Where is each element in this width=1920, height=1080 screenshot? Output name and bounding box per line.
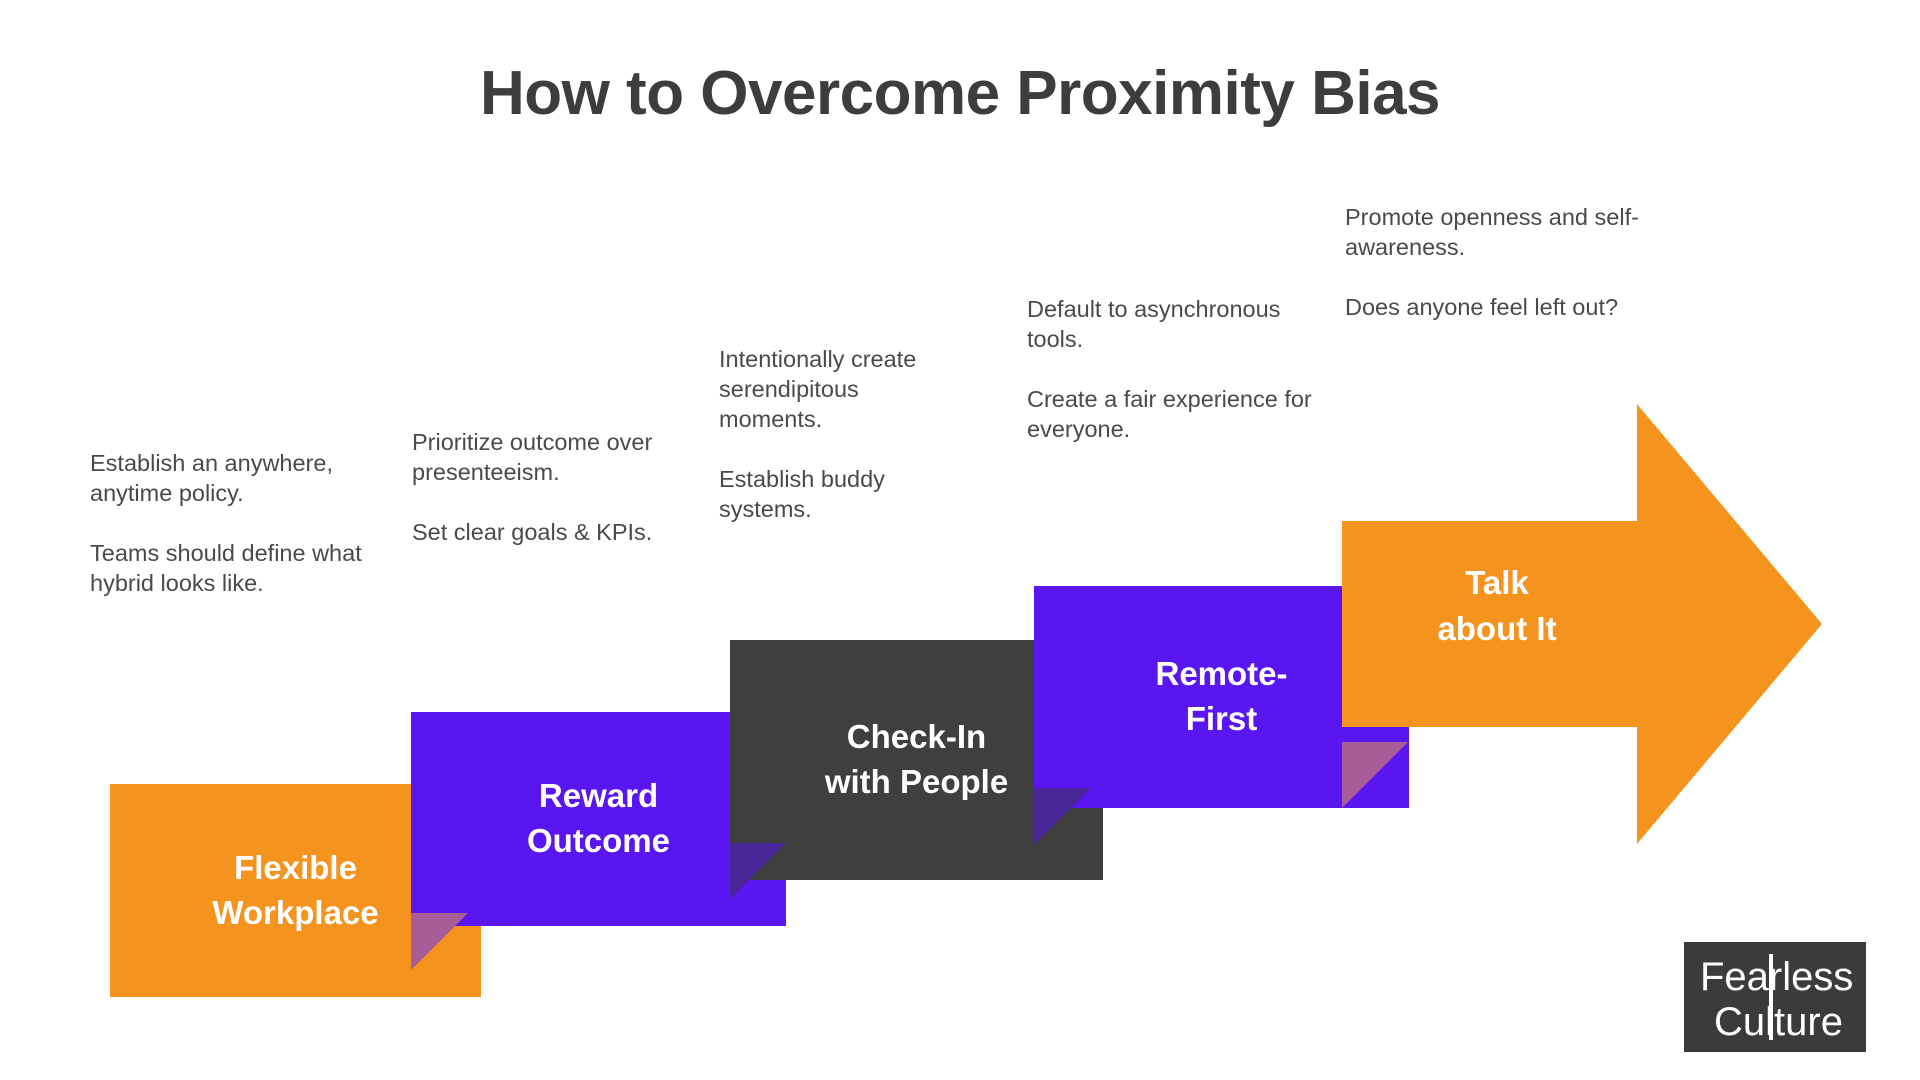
fold-shadow-step3 bbox=[1034, 788, 1091, 845]
note-text: Promote openness and self-awareness. bbox=[1345, 204, 1639, 261]
logo-vertical-bar-icon bbox=[1769, 954, 1773, 1040]
notes-column-check-in-with-people: Intentionally create serendipitous momen… bbox=[719, 344, 957, 524]
step-label: Reward Outcome bbox=[526, 777, 671, 859]
notes-column-reward-outcome: Prioritize outcome over presenteeism. Se… bbox=[412, 427, 714, 547]
fearless-culture-logo[interactable]: Fearless Culture bbox=[1684, 942, 1866, 1052]
step-label: Flexible Workplace bbox=[212, 848, 379, 931]
logo-line-2: Culture bbox=[1714, 1000, 1843, 1044]
fold-shadow-step1 bbox=[411, 913, 468, 970]
note-text: Prioritize outcome over presenteeism. bbox=[412, 429, 653, 486]
step-label: Talk about It bbox=[1437, 564, 1557, 648]
notes-column-remote-first: Default to asynchronous tools. Create a … bbox=[1027, 294, 1342, 444]
note-text: Establish an anywhere, anytime policy. bbox=[90, 450, 333, 507]
notes-column-talk-about-it: Promote openness and self-awareness. Doe… bbox=[1345, 202, 1651, 322]
page-title: How to Overcome Proximity Bias bbox=[479, 59, 1441, 128]
logo-line-1: Fearless bbox=[1700, 955, 1853, 999]
step-label: Check-In with People bbox=[824, 718, 1009, 800]
logo-wordmark-icon: Fearless Culture bbox=[1684, 942, 1866, 1052]
note-text: Default to asynchronous tools. bbox=[1027, 296, 1281, 353]
arrow-shape bbox=[1342, 404, 1822, 844]
step-label: Remote- First bbox=[1155, 655, 1288, 737]
note-text: Teams should define what hybrid looks li… bbox=[90, 540, 362, 597]
step-banner-talk-about-it[interactable] bbox=[1342, 404, 1822, 844]
note-text: Does anyone feel left out? bbox=[1345, 294, 1619, 321]
step-banner-reward-outcome[interactable]: Reward Outcome bbox=[411, 712, 786, 926]
notes-column-flexible-workplace: Establish an anywhere, anytime policy. T… bbox=[90, 448, 390, 598]
note-text: Set clear goals & KPIs. bbox=[412, 519, 653, 546]
fold-shadow-step4 bbox=[1342, 742, 1408, 808]
note-text: Establish buddy systems. bbox=[719, 466, 885, 523]
fold-shadow-step2 bbox=[730, 843, 786, 899]
note-text: Create a fair experience for everyone. bbox=[1027, 386, 1312, 443]
note-text: Intentionally create serendipitous momen… bbox=[719, 346, 917, 433]
